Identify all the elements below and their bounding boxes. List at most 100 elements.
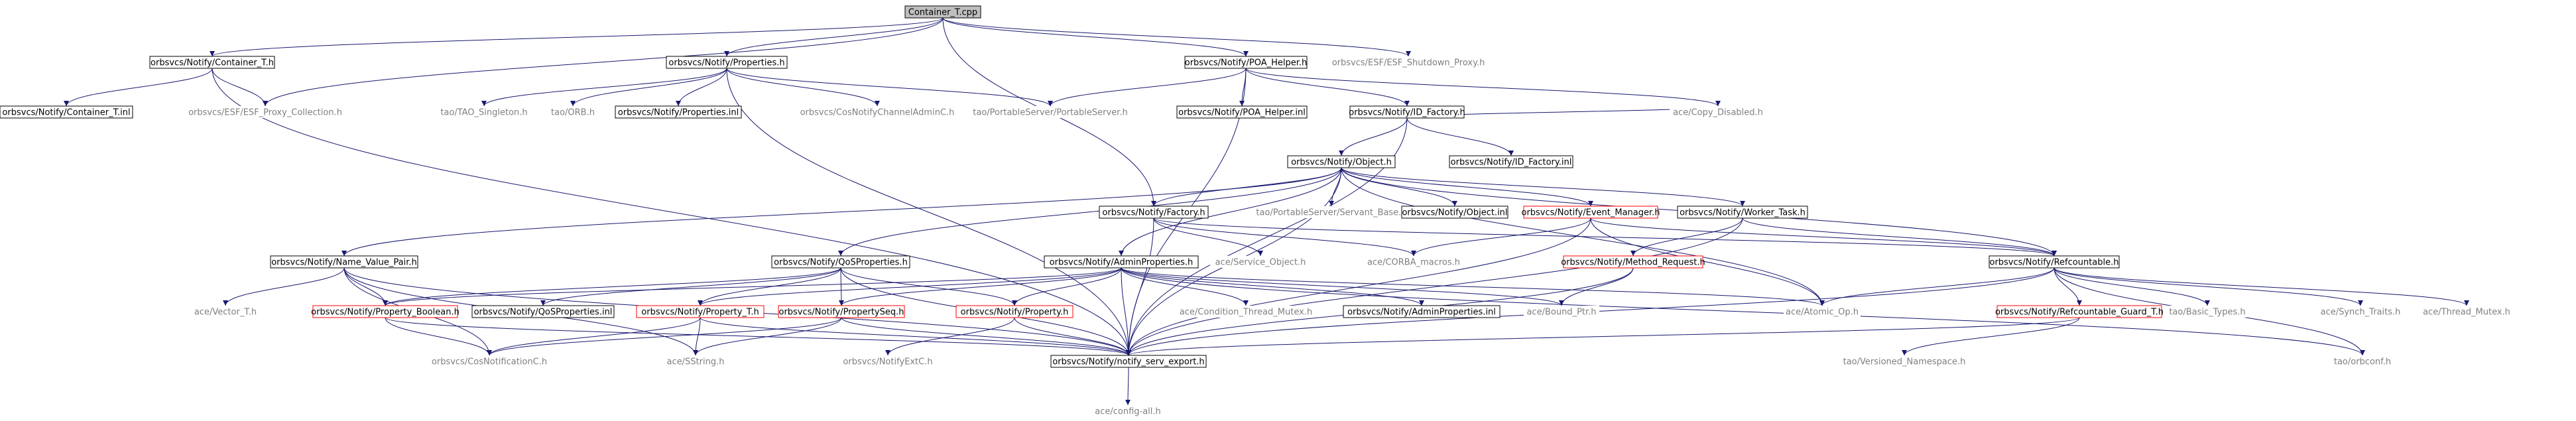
node-box [312, 305, 458, 318]
edge-n3-to-n11 [1048, 68, 1247, 107]
node-orbsvcs-notify-poa-helper-inl[interactable]: orbsvcs/Notify/POA_Helper.inl [1176, 105, 1308, 119]
edge-n39-to-n47 [1902, 317, 2080, 356]
node-orbsvcs-esf-esf-proxy-collection-h[interactable]: orbsvcs/ESF/ESF_Proxy_Collection.h [186, 106, 345, 118]
node-label: orbsvcs/Notify/POA_Helper.inl [1178, 108, 1306, 118]
edge-n13-to-n15 [1339, 117, 1408, 156]
node-orbsvcs-notify-object-h[interactable]: orbsvcs/Notify/Object.h [1287, 155, 1396, 168]
node-tao-portableserver-portableserver-h[interactable]: tao/PortableServer/PortableServer.h [971, 106, 1130, 118]
node-ace-bound-ptr-h[interactable]: ace/Bound_Ptr.h [1524, 306, 1599, 318]
edge-n28-to-n40 [2054, 267, 2210, 306]
node-box [431, 355, 548, 367]
node-label: orbsvcs/Notify/Container_T.inl [2, 108, 130, 118]
node-box [660, 355, 731, 367]
node-orbsvcs-notify-container-t-inl[interactable]: orbsvcs/Notify/Container_T.inl [0, 105, 133, 119]
node-orbsvcs-notify-adminproperties-inl[interactable]: orbsvcs/Notify/AdminProperties.inl [1343, 305, 1501, 318]
node-box [1670, 106, 1766, 118]
node-box [1050, 355, 1207, 368]
node-label: ace/Thread_Mutex.h [2423, 308, 2510, 318]
node-ace-synch-traits-h[interactable]: ace/Synch_Traits.h [2319, 306, 2402, 318]
node-box [1210, 256, 1311, 268]
node-ace-vector-t-h[interactable]: ace/Vector_T.h [192, 306, 259, 318]
node-orbsvcs-notify-event-manager-h[interactable]: orbsvcs/Notify/Event_Manager.h [1521, 206, 1660, 219]
node-tao-versioned-namespace-h[interactable]: tao/Versioned_Namespace.h [1843, 355, 1966, 367]
edge-n22-to-n29 [223, 267, 345, 306]
node-label: orbsvcs/Notify/Property_Boolean.h [311, 308, 460, 318]
edge-n17-to-n26 [1153, 217, 1416, 257]
edge-n15-to-n21 [1341, 167, 1745, 207]
edge-n1-to-n6 [212, 68, 268, 107]
node-orbsvcs-notify-id-factory-inl[interactable]: orbsvcs/Notify/ID_Factory.inl [1449, 155, 1573, 168]
node-orbsvcs-notify-property-h[interactable]: orbsvcs/Notify/Property.h [955, 305, 1073, 318]
node-orbsvcs-notify-properties-inl[interactable]: orbsvcs/Notify/Properties.inl [615, 105, 742, 119]
node-tao-orb-h[interactable]: tao/ORB.h [549, 106, 597, 118]
node-ace-copy-disabled-h[interactable]: ace/Copy_Disabled.h [1670, 106, 1766, 118]
edge-n24-to-n46 [1121, 267, 1131, 356]
node-orbsvcs-notify-container-t-h[interactable]: orbsvcs/Notify/Container_T.h [149, 56, 275, 69]
node-orbsvcs-notify-qosproperties-inl[interactable]: orbsvcs/Notify/QoSProperties.inl [471, 305, 615, 318]
node-orbsvcs-notify-id-factory-h[interactable]: orbsvcs/Notify/ID_Factory.h [1349, 105, 1465, 119]
node-orbsvcs-esf-esf-shutdown-proxy-h[interactable]: orbsvcs/ESF/ESF_Shutdown_Proxy.h [1325, 56, 1491, 68]
node-box [471, 305, 615, 318]
edge-n17-to-n25 [1153, 217, 1263, 257]
node-orbsvcs-notify-qosproperties-h[interactable]: orbsvcs/Notify/QoSProperties.h [771, 255, 910, 269]
node-orbsvcs-notify-property-boolean-h[interactable]: orbsvcs/Notify/Property_Boolean.h [311, 305, 460, 318]
edge-n34-to-n46 [1014, 317, 1131, 356]
edge-n13-to-n46 [1126, 117, 1408, 356]
node-tao-orbconf-h[interactable]: tao/orbconf.h [2331, 355, 2394, 367]
node-label: ace/Synch_Traits.h [2321, 308, 2401, 318]
node-ace-config-all-h[interactable]: ace/config-all.h [1091, 405, 1164, 417]
node-ace-condition-thread-mutex-h[interactable]: ace/Condition_Thread_Mutex.h [1180, 306, 1312, 318]
node-box [1343, 305, 1501, 318]
node-ace-atomic-op-h[interactable]: ace/Atomic_Op.h [1784, 306, 1861, 318]
node-orbsvcs-notifyextc-h[interactable]: orbsvcs/NotifyExtC.h [842, 355, 934, 367]
edge-n20-to-n46 [1126, 217, 1591, 356]
node-orbsvcs-notify-adminproperties-h[interactable]: orbsvcs/Notify/AdminProperties.h [1044, 255, 1199, 269]
node-box [1091, 405, 1164, 417]
edge-n3-to-n13 [1245, 68, 1410, 107]
node-label: ace/Bound_Ptr.h [1526, 308, 1596, 318]
node-box [904, 5, 981, 19]
edge-n2-to-n8 [570, 68, 727, 107]
edge-n15-to-n22 [341, 167, 1342, 257]
node-label: tao/PortableServer/PortableServer.h [973, 108, 1127, 118]
edge-n15-to-n17 [1151, 167, 1342, 207]
node-label: ace/SString.h [667, 357, 725, 367]
node-ace-thread-mutex-h[interactable]: ace/Thread_Mutex.h [2422, 306, 2512, 318]
edge-n23-to-n34 [840, 267, 1017, 306]
node-ace-service-object-h[interactable]: ace/Service_Object.h [1210, 256, 1311, 268]
node-container-t-cpp[interactable]: Container_T.cpp [904, 5, 981, 19]
node-orbsvcs-notify-name-value-pair-h[interactable]: orbsvcs/Notify/Name_Value_Pair.h [270, 255, 418, 269]
node-orbsvcs-notify-refcountable-h[interactable]: orbsvcs/Notify/Refcountable.h [1989, 255, 2120, 269]
node-orbsvcs-notify-properties-h[interactable]: orbsvcs/Notify/Properties.h [666, 56, 788, 69]
edge-n1-to-n46 [212, 68, 1131, 356]
node-label: orbsvcs/Notify/Properties.h [668, 58, 784, 68]
node-label: orbsvcs/Notify/QoSProperties.inl [474, 308, 613, 318]
node-box [1176, 105, 1308, 119]
node-orbsvcs-notify-method-request-h[interactable]: orbsvcs/Notify/Method_Request.h [1561, 255, 1705, 269]
node-box [2319, 306, 2402, 318]
node-orbsvcs-notify-object-inl[interactable]: orbsvcs/Notify/Object.inl [1401, 206, 1508, 219]
edge-n21-to-n27 [1630, 217, 1743, 257]
node-orbsvcs-cosnotifychanneladminc-h[interactable]: orbsvcs/CosNotifyChannelAdminC.h [800, 106, 955, 118]
node-orbsvcs-notify-worker-task-h[interactable]: orbsvcs/Notify/Worker_Task.h [1677, 206, 1808, 219]
node-ace-corba-macros-h[interactable]: ace/CORBA_macros.h [1365, 256, 1463, 268]
node-label: orbsvcs/Notify/Properties.inl [618, 108, 739, 118]
node-orbsvcs-notify-poa-helper-h[interactable]: orbsvcs/Notify/POA_Helper.h [1184, 56, 1308, 69]
node-box [801, 106, 953, 118]
node-orbsvcs-notify-notify-serv-export-h[interactable]: orbsvcs/Notify/notify_serv_export.h [1050, 355, 1207, 368]
edge-n28-to-n39 [2054, 267, 2082, 306]
edge-n24-to-n37 [1121, 267, 1564, 306]
node-orbsvcs-notify-property-t-h[interactable]: orbsvcs/Notify/Property_T.h [636, 305, 765, 318]
node-tao-portableserver-servant-base-h[interactable]: tao/PortableServer/Servant_Base.h [1256, 206, 1407, 218]
node-orbsvcs-notify-factory-h[interactable]: orbsvcs/Notify/Factory.h [1099, 206, 1209, 219]
node-ace-sstring-h[interactable]: ace/SString.h [660, 355, 731, 367]
edge-n3-to-n14 [1245, 68, 1721, 107]
node-box [149, 56, 275, 69]
node-label: orbsvcs/Notify/notify_serv_export.h [1052, 357, 1204, 367]
node-orbsvcs-notify-refcountable-guard-t-h[interactable]: orbsvcs/Notify/Refcountable_Guard_T.h [1995, 305, 2164, 318]
node-tao-tao-singleton-h[interactable]: tao/TAO_Singleton.h [438, 106, 530, 118]
node-tao-basic-types-h[interactable]: tao/Basic_Types.h [2168, 306, 2246, 318]
node-orbsvcs-notify-propertyseq-h[interactable]: orbsvcs/Notify/PropertySeq.h [778, 305, 905, 318]
node-orbsvcs-cosnotificationc-h[interactable]: orbsvcs/CosNotificationC.h [431, 355, 548, 367]
node-label: orbsvcs/NotifyExtC.h [843, 357, 932, 367]
